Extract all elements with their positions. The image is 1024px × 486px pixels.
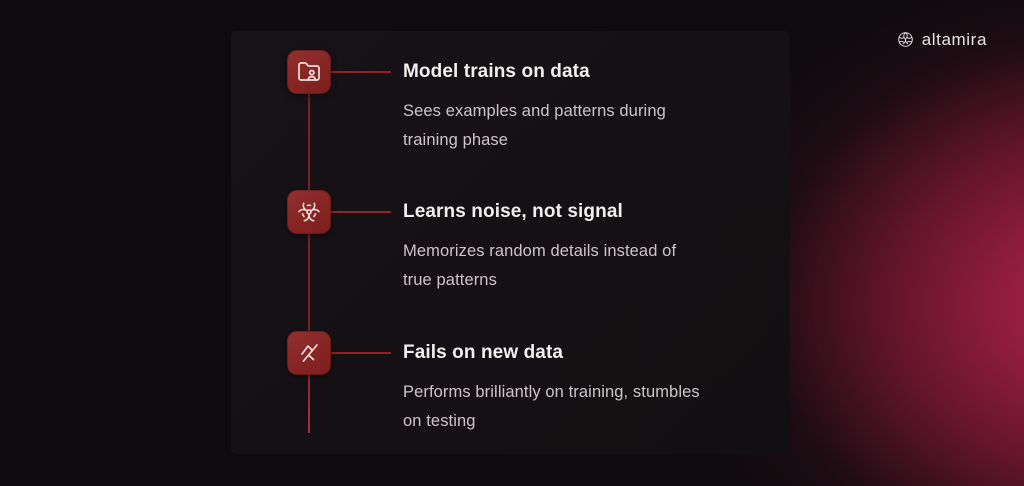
- folder-user-icon: [297, 60, 321, 84]
- timeline-connector-1: [331, 71, 391, 73]
- timeline-connector-3: [331, 352, 391, 354]
- step-2-title: Learns noise, not signal: [403, 201, 623, 222]
- brand-name: altamira: [921, 30, 987, 49]
- step-1: Model trains on data Sees examples and p…: [403, 60, 666, 155]
- biohazard-icon: [297, 200, 321, 224]
- step-1-icon-box: [287, 50, 331, 94]
- step-3-description: Performs brilliantly on training, stumbl…: [403, 383, 700, 430]
- content-panel: [231, 31, 790, 454]
- step-3-icon-box: [287, 331, 331, 375]
- axe-icon: [297, 341, 321, 365]
- step-2-description: Memorizes random details instead of true…: [403, 242, 677, 289]
- step-2: Learns noise, not signal Memorizes rando…: [403, 200, 676, 295]
- step-1-description: Sees examples and patterns during traini…: [403, 102, 666, 149]
- step-3: Fails on new data Performs brilliantly o…: [403, 341, 700, 436]
- step-1-title: Model trains on data: [403, 61, 590, 82]
- brain-logo-icon: [896, 30, 915, 49]
- timeline-connector-2: [331, 211, 391, 213]
- brand-logo: altamira: [896, 30, 987, 49]
- timeline-vertical-line: [308, 94, 310, 433]
- step-2-icon-box: [287, 190, 331, 234]
- step-3-title: Fails on new data: [403, 342, 564, 363]
